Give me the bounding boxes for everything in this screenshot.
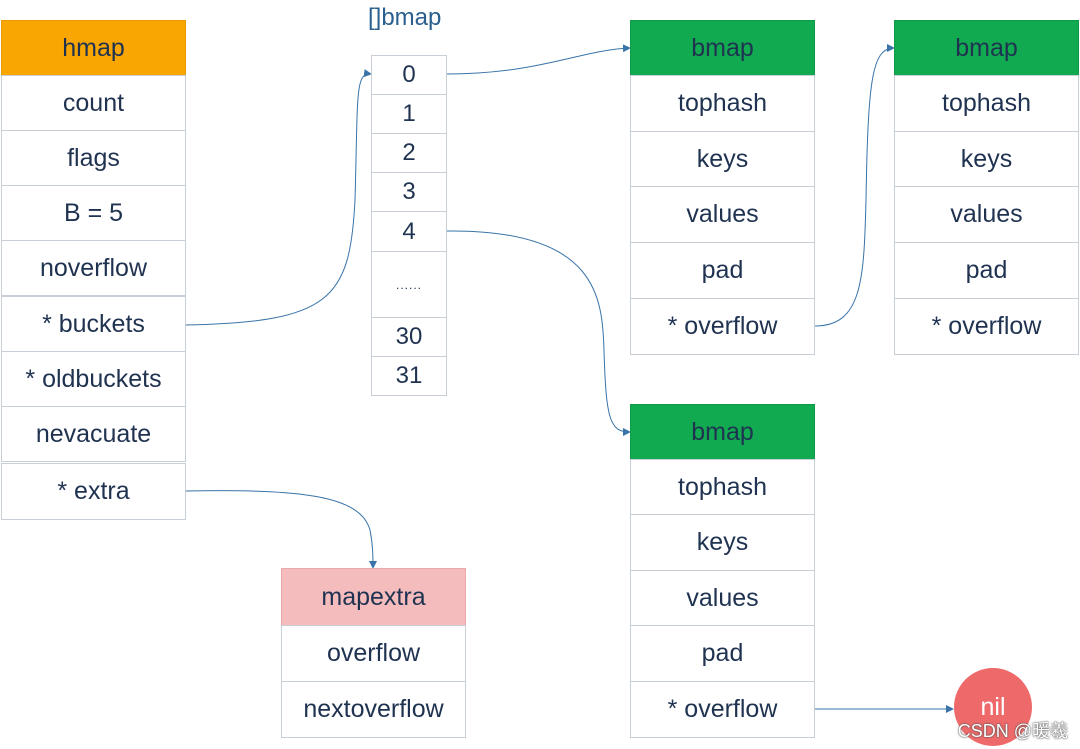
bmap-2-field-pad: pad [894,242,1079,299]
bmap-3-field-values: values [630,570,815,626]
hmap-struct: hmap count flags B = 5 noverflow * bucke… [1,20,186,520]
bucket-slot-3: 3 [371,172,447,212]
bmap-1-field-tophash: tophash [630,75,815,132]
bmap-2-field-keys: keys [894,131,1079,187]
bmap-1-field-keys: keys [630,131,815,187]
bmap-3-header: bmap [630,404,815,460]
bucket-array: 0 1 2 3 4 ...... 30 31 [371,55,447,396]
hmap-field-oldbuckets: * oldbuckets [1,351,186,407]
bmap-2-header: bmap [894,20,1079,76]
bmap-struct-3: bmap tophash keys values pad * overflow [630,404,815,738]
hmap-field-flags: flags [1,130,186,186]
arrow-slot-4-to-bmap-3 [445,230,631,436]
arrow-extra-to-mapextra [185,490,377,569]
bmap-2-field-tophash: tophash [894,75,1079,132]
mapextra-field-nextoverflow: nextoverflow [281,681,466,738]
watermark: CSDN @暖羲 [957,721,1068,741]
bmap-3-field-overflow: * overflow [630,681,815,738]
hmap-header: hmap [1,20,186,76]
hmap-field-b: B = 5 [1,185,186,241]
bmap-struct-2: bmap tophash keys values pad * overflow [894,20,1079,355]
hmap-field-nevacuate: nevacuate [1,406,186,462]
hmap-field-buckets: * buckets [1,296,186,352]
bucket-slot-0: 0 [371,55,447,95]
bmap-1-field-overflow: * overflow [630,298,815,355]
arrow-bmap-1-overflow-to-bmap-2 [814,44,895,327]
arrow-buckets-to-slot-0 [185,69,372,326]
bucket-slot-2: 2 [371,133,447,173]
hmap-field-count: count [1,75,186,131]
bmap-2-field-values: values [894,186,1079,243]
bucket-slot-30: 30 [371,317,447,357]
hmap-field-extra: * extra [1,463,186,520]
bmap-3-field-keys: keys [630,514,815,571]
mapextra-field-overflow: overflow [281,625,466,682]
bucket-slot-4: 4 [371,211,447,252]
bucket-slot-1: 1 [371,94,447,134]
bucket-slot-31: 31 [371,356,447,396]
bmap-1-field-values: values [630,186,815,243]
bucket-slot-ellipsis: ...... [371,251,447,318]
nil-node: nil [954,668,1032,746]
hmap-field-noverflow: noverflow [1,240,186,296]
bmap-1-field-pad: pad [630,242,815,299]
mapextra-header: mapextra [281,568,466,626]
bmap-3-field-tophash: tophash [630,459,815,515]
mapextra-struct: mapextra overflow nextoverflow [281,568,466,738]
bmap-3-field-pad: pad [630,625,815,682]
bucket-array-title: []bmap [368,4,442,31]
arrow-slot-0-to-bmap-1 [445,44,631,75]
bmap-struct-1: bmap tophash keys values pad * overflow [630,20,815,355]
bmap-1-header: bmap [630,20,815,76]
bmap-2-field-overflow: * overflow [894,298,1079,355]
